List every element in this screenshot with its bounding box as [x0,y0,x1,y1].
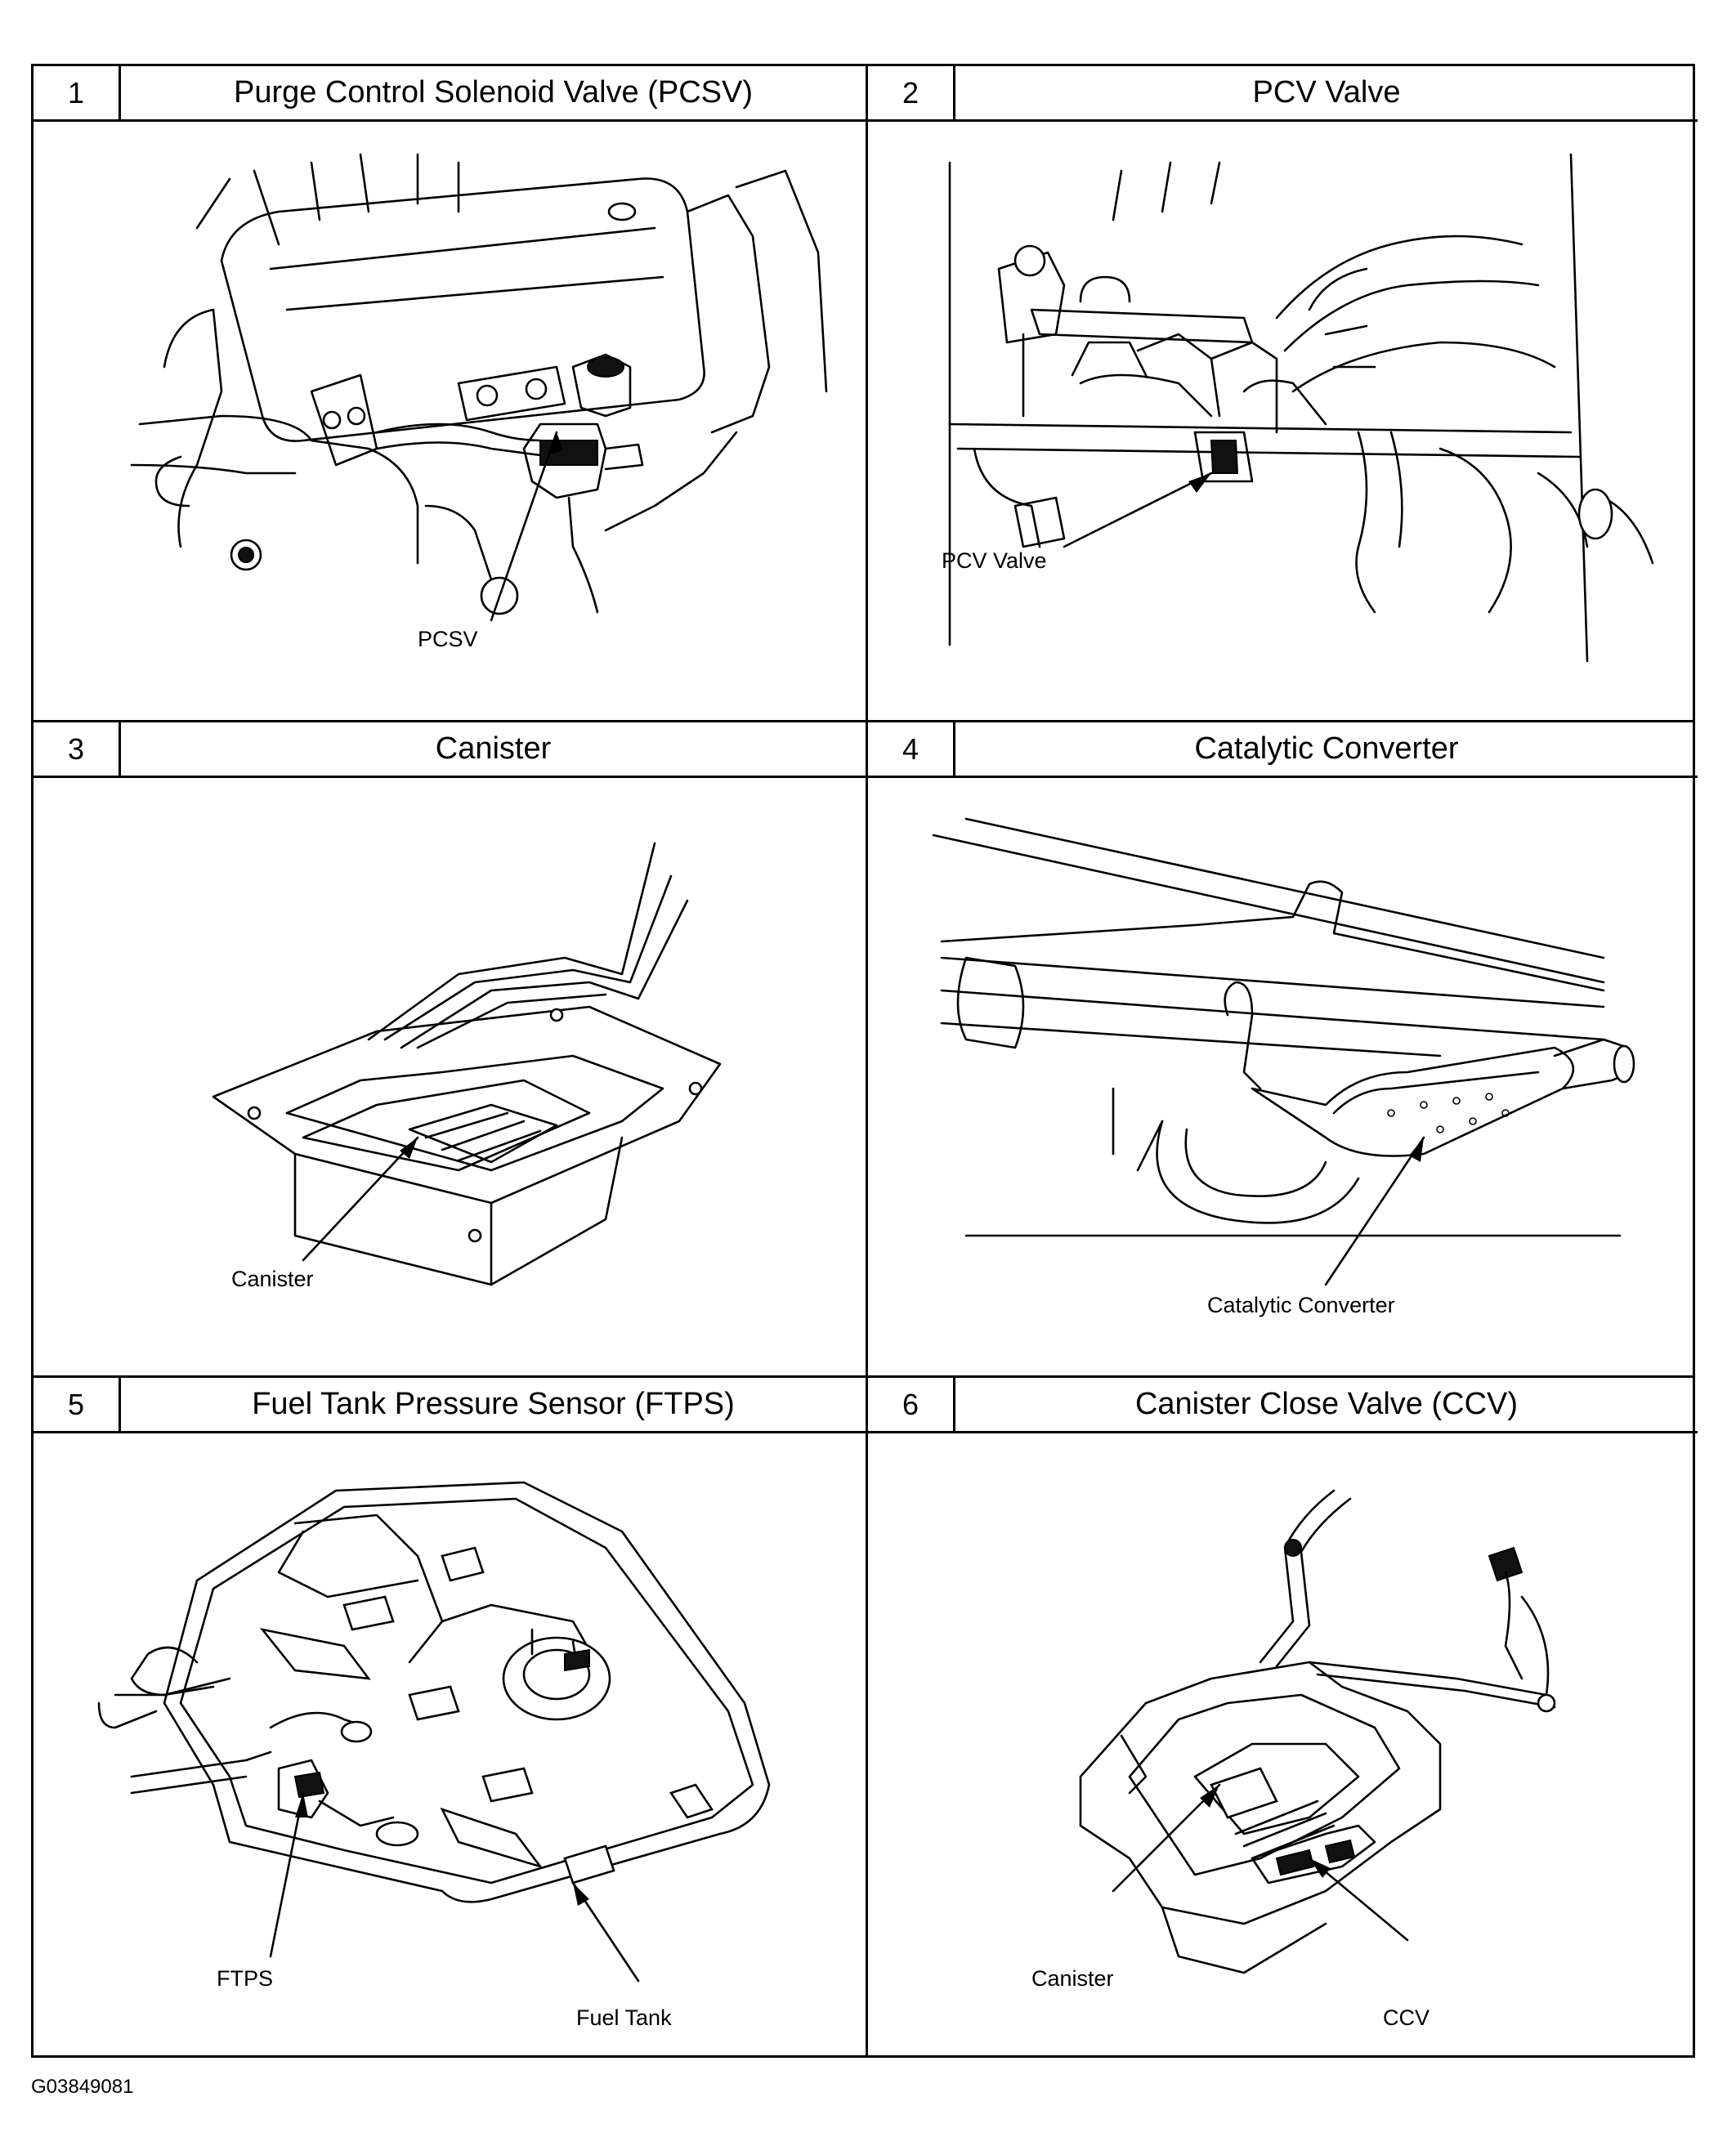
panel-6-title: Canister Close Valve (CCV) [1134,1387,1519,1421]
callout-ftps: FTPS [217,1966,274,1991]
callout-canister-ccv-panel: Canister [1031,1966,1114,1991]
callout-pcv-valve: PCV Valve [942,548,1047,573]
panel-3-number: 3 [34,722,121,776]
callout-fuel-tank: Fuel Tank [576,2005,672,2030]
panel-2-number: 2 [868,66,955,119]
panel-4-illustration: Catalytic Converter [868,778,1698,1375]
panel-2-title: PCV Valve [1252,75,1401,110]
component-location-sheet: 1 Purge Control Solenoid Valve (PCSV) [31,64,1698,2060]
callout-catalytic-converter: Catalytic Converter [1207,1293,1395,1317]
panel-1-illustration: PCSV [34,122,866,720]
panel-6: 6 Canister Close Valve (CCV) [868,1378,1698,2060]
callout-canister: Canister [231,1267,314,1291]
panel-1-header: 1 Purge Control Solenoid Valve (PCSV) [34,66,866,122]
canister-close-valve-drawing [1079,1489,1556,1974]
row-divider-2 [34,1375,1693,1378]
panel-4-number: 4 [868,722,955,776]
panel-1: 1 Purge Control Solenoid Valve (PCSV) [34,66,866,720]
panel-4-title: Catalytic Converter [1194,731,1459,766]
panel-5-number: 5 [34,1378,121,1431]
panel-2-header: 2 PCV Valve [868,66,1698,122]
panel-4-header: 4 Catalytic Converter [868,722,1698,778]
pcv-valve-drawing [948,153,1654,663]
panel-2: 2 PCV Valve [868,66,1698,720]
fuel-tank-drawing [97,1481,771,1983]
figure-id: G03849081 [31,2076,134,2098]
panel-3: 3 Canister [34,722,866,1375]
panel-5: 5 Fuel Tank Pressure Sensor (FTPS) [34,1378,866,2060]
panel-1-number: 1 [34,66,121,119]
callout-ccv: CCV [1383,2005,1430,2030]
panel-4: 4 Catalytic Converter [868,722,1698,1375]
callout-pcsv: PCSV [418,627,478,651]
column-divider [866,66,868,2055]
panel-1-title: Purge Control Solenoid Valve (PCSV) [233,75,754,110]
panel-3-title: Canister [435,731,552,766]
panel-5-header: 5 Fuel Tank Pressure Sensor (FTPS) [34,1378,866,1433]
canister-drawing [212,842,722,1286]
row-divider-1 [34,720,1693,722]
panel-3-illustration: Canister [34,778,866,1375]
pcsv-engine-drawing [130,153,828,622]
panel-6-number: 6 [868,1378,955,1431]
panel-5-illustration: FTPS Fuel Tank [34,1433,866,2060]
catalytic-converter-drawing [932,817,1635,1286]
panel-3-header: 3 Canister [34,722,866,778]
panel-5-title: Fuel Tank Pressure Sensor (FTPS) [252,1387,735,1421]
panel-2-illustration: PCV Valve [868,122,1698,720]
panel-6-header: 6 Canister Close Valve (CCV) [868,1378,1698,1433]
panel-6-illustration: Canister CCV [868,1433,1698,2060]
